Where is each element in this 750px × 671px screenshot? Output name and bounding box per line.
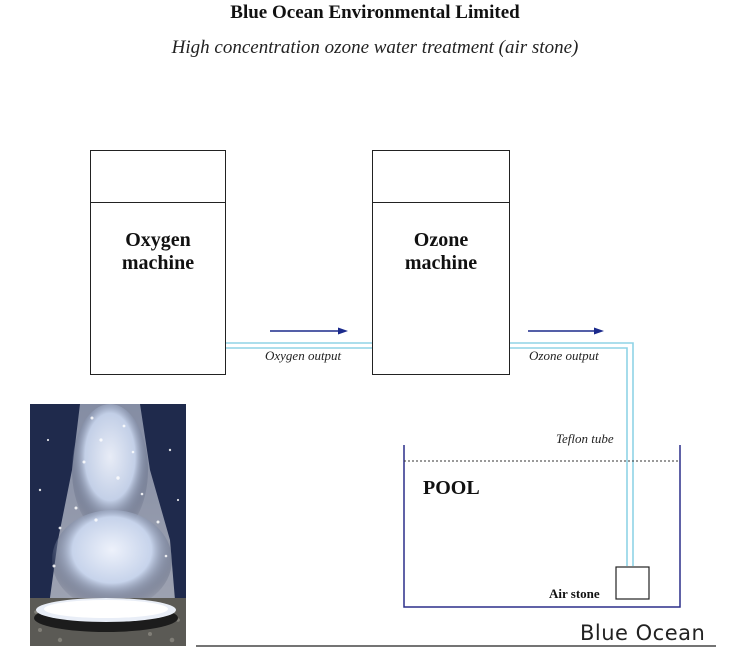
ozone-machine-box: Ozone machine — [372, 150, 510, 375]
oxygen-output-label: Oxygen output — [265, 348, 342, 363]
oxygen-machine-box: Oxygen machine — [90, 150, 226, 375]
ozone-output-label: Ozone output — [529, 348, 599, 363]
diagram-subtitle: High concentration ozone water treatment… — [171, 37, 579, 58]
air-stone-block — [615, 566, 650, 600]
oxygen-machine-top-panel — [91, 151, 225, 203]
pool-tank — [403, 445, 681, 608]
ozone-flow-arrow — [528, 327, 604, 335]
oxygen-machine-label-line1: Oxygen — [125, 229, 191, 251]
ozone-machine-label-line2: machine — [404, 252, 478, 274]
air-stone-label: Air stone — [549, 586, 600, 601]
teflon-tube-label: Teflon tube — [556, 431, 614, 446]
brand-signature: Blue Ocean — [580, 621, 706, 645]
company-title: Blue Ocean Environmental Limited — [230, 2, 520, 23]
oxygen-machine-label-line2: machine — [121, 252, 195, 274]
ozone-machine-top-panel — [373, 151, 509, 203]
ozone-machine-label: Ozone machine — [373, 229, 509, 275]
air-stone-photo — [30, 404, 186, 646]
oxygen-flow-arrow — [270, 327, 348, 335]
oxygen-tube — [226, 342, 372, 349]
teflon-tube — [510, 342, 634, 566]
pool-label: POOL — [423, 477, 480, 499]
oxygen-machine-label: Oxygen machine — [91, 229, 225, 275]
ozone-machine-label-line1: Ozone — [413, 229, 469, 251]
